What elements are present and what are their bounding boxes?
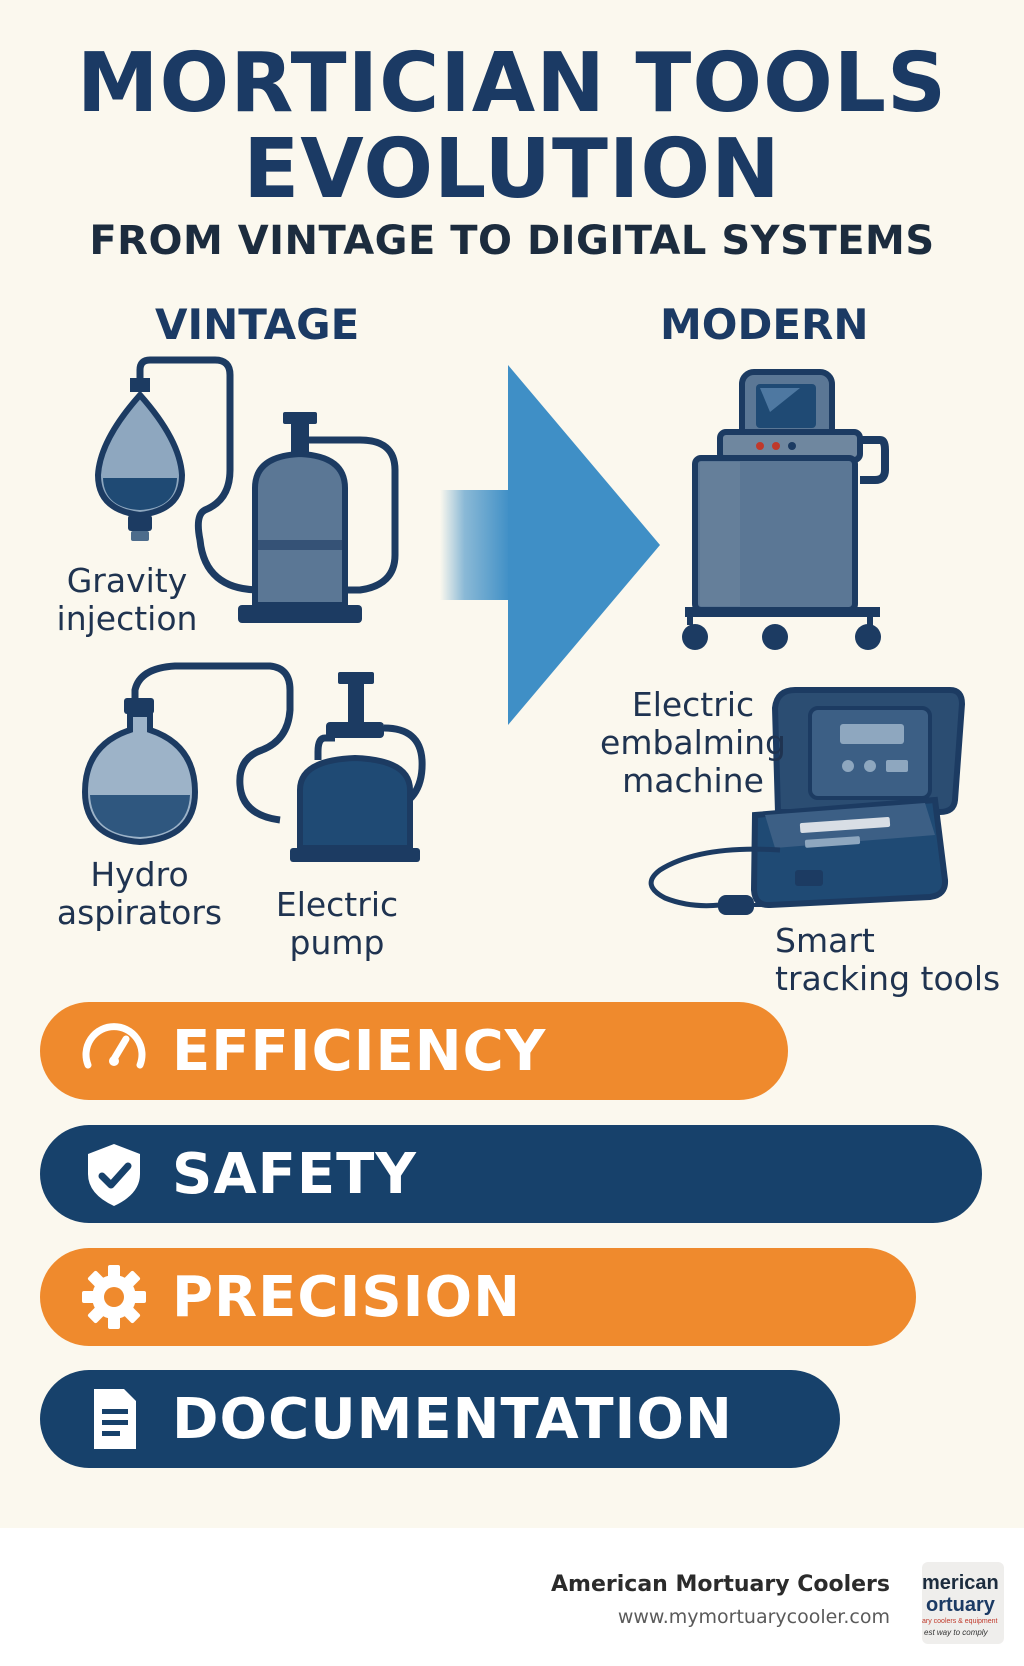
embalming-machine-label-1: Electric xyxy=(631,685,755,724)
benefit-label-documentation: DOCUMENTATION xyxy=(172,1386,733,1452)
embalming-machine-icon xyxy=(682,369,889,650)
benefit-label-safety: SAFETY xyxy=(172,1141,417,1207)
page-title-line1: MORTICIAN TOOLS xyxy=(76,36,948,131)
benefit-label-precision: PRECISION xyxy=(172,1264,521,1330)
gravity-injection-label-1: Gravity xyxy=(66,561,188,600)
embalming-machine-label-3: machine xyxy=(622,761,764,800)
logo-text-3: ary coolers & equipment xyxy=(922,1618,998,1625)
electric-pump-label-1: Electric xyxy=(275,885,399,924)
footer-url: www.mymortuarycooler.com xyxy=(617,1606,890,1628)
page-title-line2: EVOLUTION xyxy=(243,122,781,217)
smart-tracking-label-1: Smart xyxy=(775,921,875,960)
smart-tracking-label-2: tracking tools xyxy=(775,959,1001,998)
transition-arrow-icon xyxy=(440,365,660,725)
benefit-bar-safety: SAFETY xyxy=(40,1125,982,1223)
logo-text-4: est way to comply xyxy=(924,1628,988,1637)
benefit-bar-precision: PRECISION xyxy=(40,1248,916,1346)
logo-text-1: merican xyxy=(922,1572,999,1594)
benefit-label-efficiency: EFFICIENCY xyxy=(172,1018,547,1084)
hydro-aspirators-label-1: Hydro xyxy=(90,855,189,894)
footer xyxy=(0,1528,1024,1666)
vintage-heading: VINTAGE xyxy=(155,300,360,349)
shield-check-icon xyxy=(78,1138,150,1210)
gravity-injection-label-2: injection xyxy=(56,599,198,638)
document-icon xyxy=(78,1383,150,1455)
modern-heading: MODERN xyxy=(660,300,869,349)
electric-pump-icon xyxy=(290,672,426,862)
hydro-aspirators-label-2: aspirators xyxy=(56,893,223,932)
footer-brand: American Mortuary Coolers xyxy=(551,1572,890,1597)
hydro-aspirator-icon xyxy=(81,662,294,846)
benefit-bar-documentation: DOCUMENTATION xyxy=(40,1370,840,1468)
gravity-injection-icon xyxy=(94,356,399,623)
tools-illustration xyxy=(81,356,966,915)
gauge-icon xyxy=(78,1015,150,1087)
gear-icon xyxy=(78,1261,150,1333)
embalming-machine-label-2: embalming xyxy=(600,723,786,762)
smart-tracking-case-icon xyxy=(648,687,966,915)
company-logo: merican ortuary ary coolers & equipment … xyxy=(922,1562,1004,1644)
benefit-bar-efficiency: EFFICIENCY xyxy=(40,1002,788,1100)
logo-text-2: ortuary xyxy=(926,1594,995,1616)
electric-pump-label-2: pump xyxy=(289,923,385,962)
page-subtitle: FROM VINTAGE TO DIGITAL SYSTEMS xyxy=(89,218,935,264)
